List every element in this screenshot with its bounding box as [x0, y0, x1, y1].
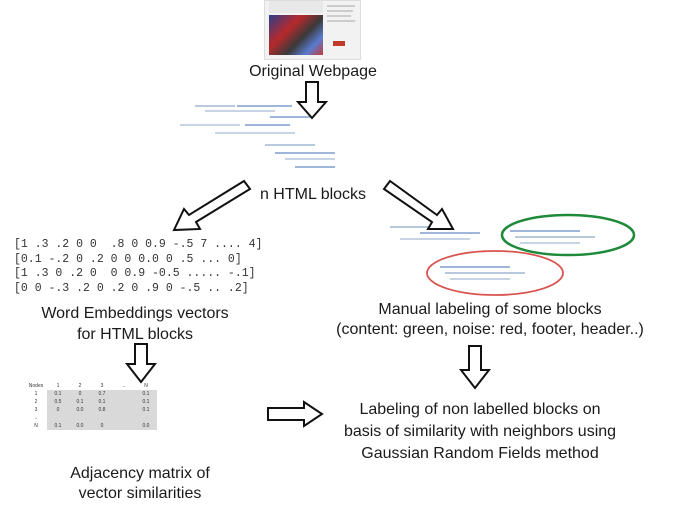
- matrix-header-cell: Nodes: [25, 382, 47, 390]
- arrow-down-2: [124, 343, 158, 384]
- matrix-cell: [113, 398, 135, 406]
- matrix-cell: 2: [34, 399, 38, 405]
- matrix-cell: 0.1: [135, 390, 157, 398]
- matrix-cell: 3: [34, 407, 38, 413]
- matrix-cell: [113, 390, 135, 398]
- matrix-header-cell: 3: [91, 382, 113, 390]
- matrix-header-cell: N: [135, 382, 157, 390]
- manual-label-line2: (content: green, noise: red, footer, hea…: [336, 321, 644, 338]
- matrix-row: 3 0 0.0 0.8 0.1: [25, 406, 157, 414]
- matrix-cell: N: [34, 423, 38, 429]
- webpage-thumbnail: [264, 0, 361, 60]
- embedding-vectors: [1 .3 .2 0 0 .8 0 0.9 -.5 7 .... 4] [0.1…: [14, 238, 294, 296]
- matrix-cell: 0: [47, 406, 69, 414]
- webpage-logo: [333, 41, 345, 46]
- noise-ellipse: [426, 250, 564, 296]
- matrix-cell: 0.0: [69, 422, 91, 430]
- matrix-cell: [113, 422, 135, 430]
- matrix-row: ..: [25, 414, 157, 422]
- arrow-down-3: [458, 345, 492, 390]
- matrix-row: N 0.1 0.0 0 0.0: [25, 422, 157, 430]
- matrix-cell: 0: [91, 422, 113, 430]
- webpage-photo: [269, 15, 323, 55]
- html-blocks-label: n HTML blocks: [259, 186, 367, 203]
- adjacency-label-line1: Adjacency matrix of: [70, 465, 210, 482]
- matrix-cell: 0.1: [135, 398, 157, 406]
- matrix-cell: ..: [34, 415, 38, 421]
- matrix-cell: 0.0: [135, 422, 157, 430]
- grf-label-line3: Gaussian Random Fields method: [361, 445, 599, 462]
- arrow-right: [267, 400, 324, 428]
- embeddings-label-line1: Word Embeddings vectors: [41, 305, 229, 322]
- matrix-cell: 0.1: [69, 398, 91, 406]
- embeddings-label-line2: for HTML blocks: [77, 326, 193, 343]
- arrow-down-1: [295, 81, 329, 120]
- arrow-diag-left: [172, 179, 252, 232]
- adjacency-matrix: Nodes 1 2 3 .. N 1 0.1 0 0.7 0.1 2 0.5 0…: [25, 382, 157, 430]
- labeled-blocks-snippets: [380, 220, 640, 300]
- matrix-cell: [69, 414, 91, 422]
- matrix-cell: 0: [69, 390, 91, 398]
- matrix-cell: [91, 414, 113, 422]
- arrow-diag-right: [382, 179, 455, 230]
- matrix-cell: 0.5: [47, 398, 69, 406]
- vector-row: [0.1 -.2 0 .2 0 0 0.0 0 .5 ... 0]: [14, 252, 242, 266]
- matrix-cell: [113, 414, 135, 422]
- manual-label-line1: Manual labeling of some blocks: [378, 301, 602, 318]
- matrix-header-cell: 1: [47, 382, 69, 390]
- matrix-cell: 0.0: [69, 406, 91, 414]
- matrix-cell: 1: [34, 391, 38, 397]
- vector-row: [0 0 -.3 .2 0 .2 0 .9 0 -.5 .. .2]: [14, 281, 249, 295]
- matrix-row: 1 0.1 0 0.7 0.1: [25, 390, 157, 398]
- grf-label-line2: basis of similarity with neighbors using: [343, 423, 617, 440]
- html-blocks-snippets: [175, 100, 355, 180]
- matrix-cell: 0.8: [91, 406, 113, 414]
- matrix-cell: 0.7: [91, 390, 113, 398]
- adjacency-label-line2: vector similarities: [78, 485, 202, 502]
- matrix-cell: [47, 414, 69, 422]
- matrix-cell: [113, 406, 135, 414]
- vector-row: [1 .3 0 .2 0 0 0.9 -0.5 ..... -.1]: [14, 267, 256, 280]
- matrix-row: 2 0.5 0.1 0.1 0.1: [25, 398, 157, 406]
- vector-row: [1 .3 .2 0 0 .8 0 0.9 -.5 7 .... 4]: [14, 238, 263, 251]
- original-webpage-label: Original Webpage: [249, 63, 377, 80]
- matrix-header-cell: 2: [69, 382, 91, 390]
- matrix-cell: 0.1: [135, 406, 157, 414]
- matrix-cell: 0.1: [47, 390, 69, 398]
- matrix-cell: 0.1: [47, 422, 69, 430]
- matrix-header-cell: ..: [113, 382, 135, 390]
- matrix-cell: [135, 414, 157, 422]
- content-ellipse: [500, 213, 636, 257]
- matrix-cell: 0.1: [91, 398, 113, 406]
- grf-label-line1: Labeling of non labelled blocks on: [359, 401, 601, 418]
